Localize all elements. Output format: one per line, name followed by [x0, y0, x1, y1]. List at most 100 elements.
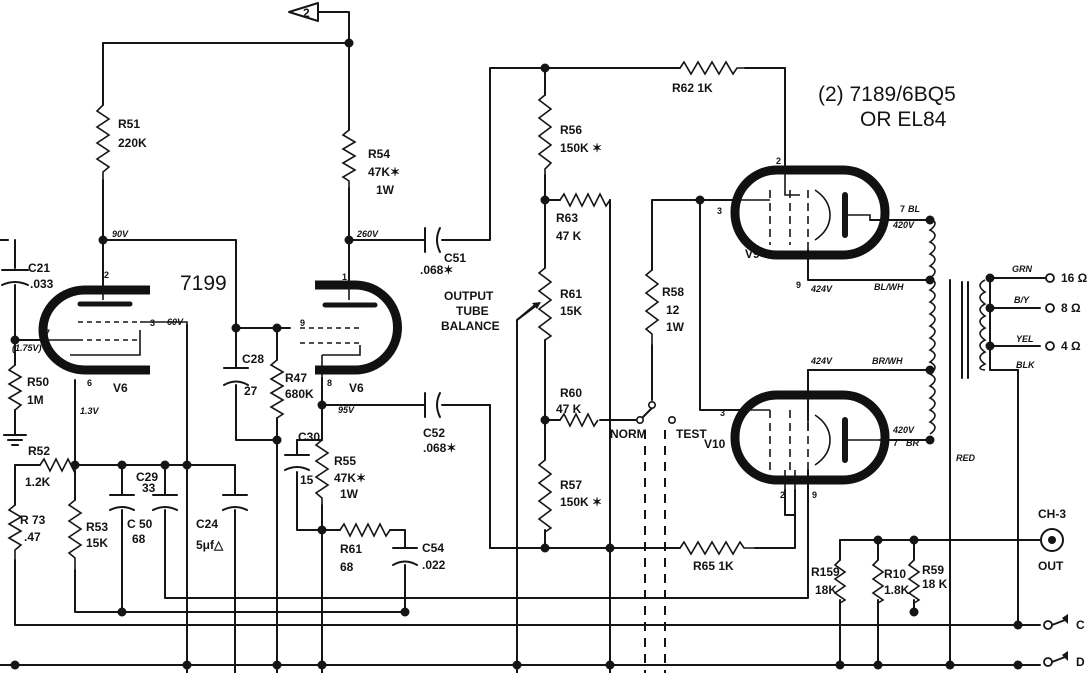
r59-symbol [907, 559, 921, 605]
output-out: OUT [1038, 559, 1064, 573]
r55-power: 1W [340, 487, 359, 501]
pin-left-v6-6: 6 [87, 378, 92, 388]
tube-label-v6-left: V6 [113, 381, 128, 395]
r47-ref: R47 [285, 371, 307, 385]
voltage-420v-v9: 420V [892, 220, 915, 230]
balance-label-1: OUTPUT [444, 289, 494, 303]
balance-label-3: BALANCE [441, 319, 500, 333]
r47-symbol [269, 359, 285, 419]
output-tube-alternate: OR EL84 [860, 108, 947, 131]
r54-ref: R54 [368, 147, 390, 161]
pin-left-v6-7: 7 [45, 328, 50, 338]
wire-grn: GRN [1012, 264, 1033, 274]
tube-v10 [730, 390, 890, 490]
r159-symbol [833, 559, 847, 605]
output-4-ohm: 4 Ω [1061, 339, 1081, 353]
r61b-ref: R61 [340, 542, 362, 556]
r62-symbol [679, 60, 745, 76]
voltage-1-3v: 1.3V [80, 406, 100, 416]
r52-value: 1.2K [25, 475, 51, 489]
r73-symbol [7, 504, 23, 560]
wire-bl: BL [908, 204, 920, 214]
r61-symbol [537, 267, 553, 341]
c50-symbol [109, 494, 135, 511]
switch-label-test: TEST [676, 427, 707, 441]
c21-symbol [1, 269, 29, 286]
r56-symbol [537, 94, 553, 175]
r54-power: 1W [376, 183, 395, 197]
voltage-95v: 95V [338, 405, 355, 415]
r159-ref: R159 [811, 565, 840, 579]
pin-v10-2: 2 [780, 490, 785, 500]
output-8-ohm: 8 Ω [1061, 301, 1081, 315]
pin-right-v6-9: 9 [300, 318, 305, 328]
r60-value: 47 K [556, 402, 582, 416]
pin-v10-7: 7 [893, 438, 898, 448]
c29-value: 33 [142, 481, 156, 495]
c50-value: 68 [132, 532, 146, 546]
r50-value: 1M [27, 393, 44, 407]
r61b-symbol [339, 522, 391, 538]
c51-ref: C51 [444, 251, 466, 265]
tube-label-v10: V10 [704, 437, 726, 451]
tube-v9 [730, 165, 890, 260]
r10-value: 1.8K [884, 583, 910, 597]
r58-symbol [644, 269, 660, 345]
r54-symbol [341, 129, 357, 188]
r51-value: 220K [118, 136, 147, 150]
pin-v9-7: 7 [900, 204, 905, 214]
c51-symbol [424, 227, 441, 253]
c21-ref: C21 [28, 261, 50, 275]
output-tube-title: (2) 7189/6BQ5 [818, 83, 956, 106]
c52-ref: C52 [423, 426, 445, 440]
pin-v9-9: 9 [796, 280, 801, 290]
tube-label-v6-right: V6 [349, 381, 364, 395]
c29-ref: C29 [136, 470, 158, 484]
pin-right-v6-8: 8 [327, 378, 332, 388]
wiring [0, 11, 1047, 673]
c54-symbol [392, 547, 418, 566]
terminal-d: D [1076, 655, 1085, 669]
wire-red: RED [956, 453, 976, 463]
voltage-420v-v10: 420V [892, 425, 915, 435]
r50-symbol [7, 364, 23, 411]
preamp-tube-type: 7199 [180, 272, 227, 295]
r57-value: 150K ✶ [560, 495, 602, 509]
pin-v9-3: 3 [717, 206, 722, 216]
r65-label: R65 1K [693, 559, 734, 573]
r59-ref: R59 [922, 563, 944, 577]
r10-ref: R10 [884, 567, 906, 581]
ground-symbol [3, 409, 27, 446]
r61-ref: R61 [560, 287, 582, 301]
r53-symbol [67, 499, 83, 570]
junction-dots [10, 38, 1023, 670]
r61-value: 15K [560, 304, 582, 318]
pin-v10-9: 9 [812, 490, 817, 500]
wire-by: B/Y [1014, 295, 1030, 305]
c54-value: .022 [422, 558, 446, 572]
c21-value: .033 [30, 277, 54, 291]
tube-v6-right [300, 280, 402, 378]
pin-left-v6-2: 2 [104, 270, 109, 280]
r53-ref: R53 [86, 520, 108, 534]
r57-ref: R57 [560, 478, 582, 492]
voltage-60v: 60V [167, 317, 184, 327]
c24-symbol [222, 494, 248, 511]
wire-blk: BLK [1016, 360, 1036, 370]
c52-value: .068✶ [423, 441, 456, 455]
r58-power: 1W [666, 320, 685, 334]
output-16-ohm: 16 Ω [1061, 271, 1087, 285]
switch-common [647, 400, 656, 409]
r58-ref: R58 [662, 285, 684, 299]
c30-ref: C30 [298, 430, 320, 444]
r52-ref: R52 [28, 444, 50, 458]
pin-v10-3: 3 [720, 408, 725, 418]
c28-value: 27 [244, 384, 258, 398]
reference-flag: 2 [288, 2, 319, 22]
c30-symbol [284, 454, 310, 471]
wire-br: BR [906, 438, 919, 448]
r56-ref: R56 [560, 123, 582, 137]
r60-symbol [559, 412, 599, 428]
terminal-c: C [1076, 618, 1085, 632]
reference-flag-number: 2 [303, 6, 310, 20]
